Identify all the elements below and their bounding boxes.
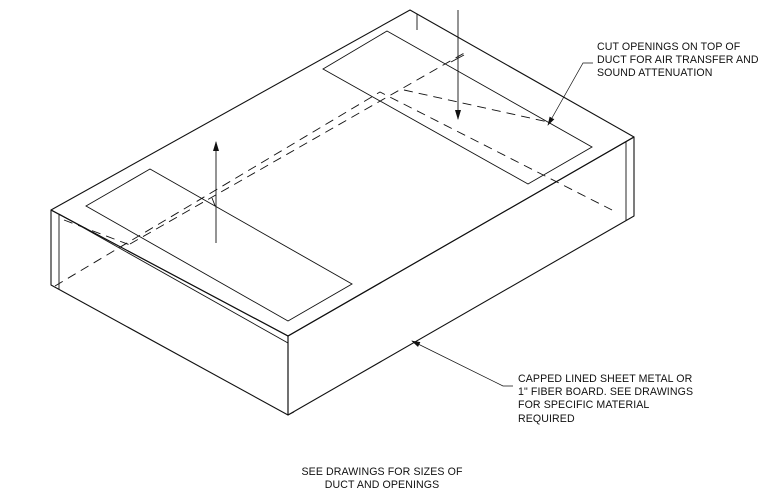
hidden-bottom-edges [54, 91, 613, 287]
duct-front-face [50, 209, 289, 416]
duct-right-face [287, 136, 635, 416]
leader-material [411, 340, 513, 387]
hidden-centerline [129, 51, 467, 245]
note-sizes: SEE DRAWINGS FOR SIZES OF DUCT AND OPENI… [301, 466, 463, 492]
leader-cut-openings [547, 62, 593, 126]
airflow-arrow-break [450, 54, 465, 63]
front-top-cap-line [58, 213, 289, 344]
hidden-tick-left [211, 197, 217, 209]
hidden-inner-right [403, 89, 549, 123]
top-opening-right [322, 30, 593, 185]
duct-box-outline [50, 9, 635, 416]
top-opening-left [85, 168, 353, 322]
note-cut-openings: CUT OPENINGS ON TOP OF DUCT FOR AIR TRAN… [597, 41, 759, 80]
corner-tick [287, 411, 295, 416]
hidden-inner-left [63, 219, 131, 246]
note-material: CAPPED LINED SHEET METAL OR 1" FIBER BOA… [518, 373, 694, 425]
hidden-lines [54, 51, 613, 287]
